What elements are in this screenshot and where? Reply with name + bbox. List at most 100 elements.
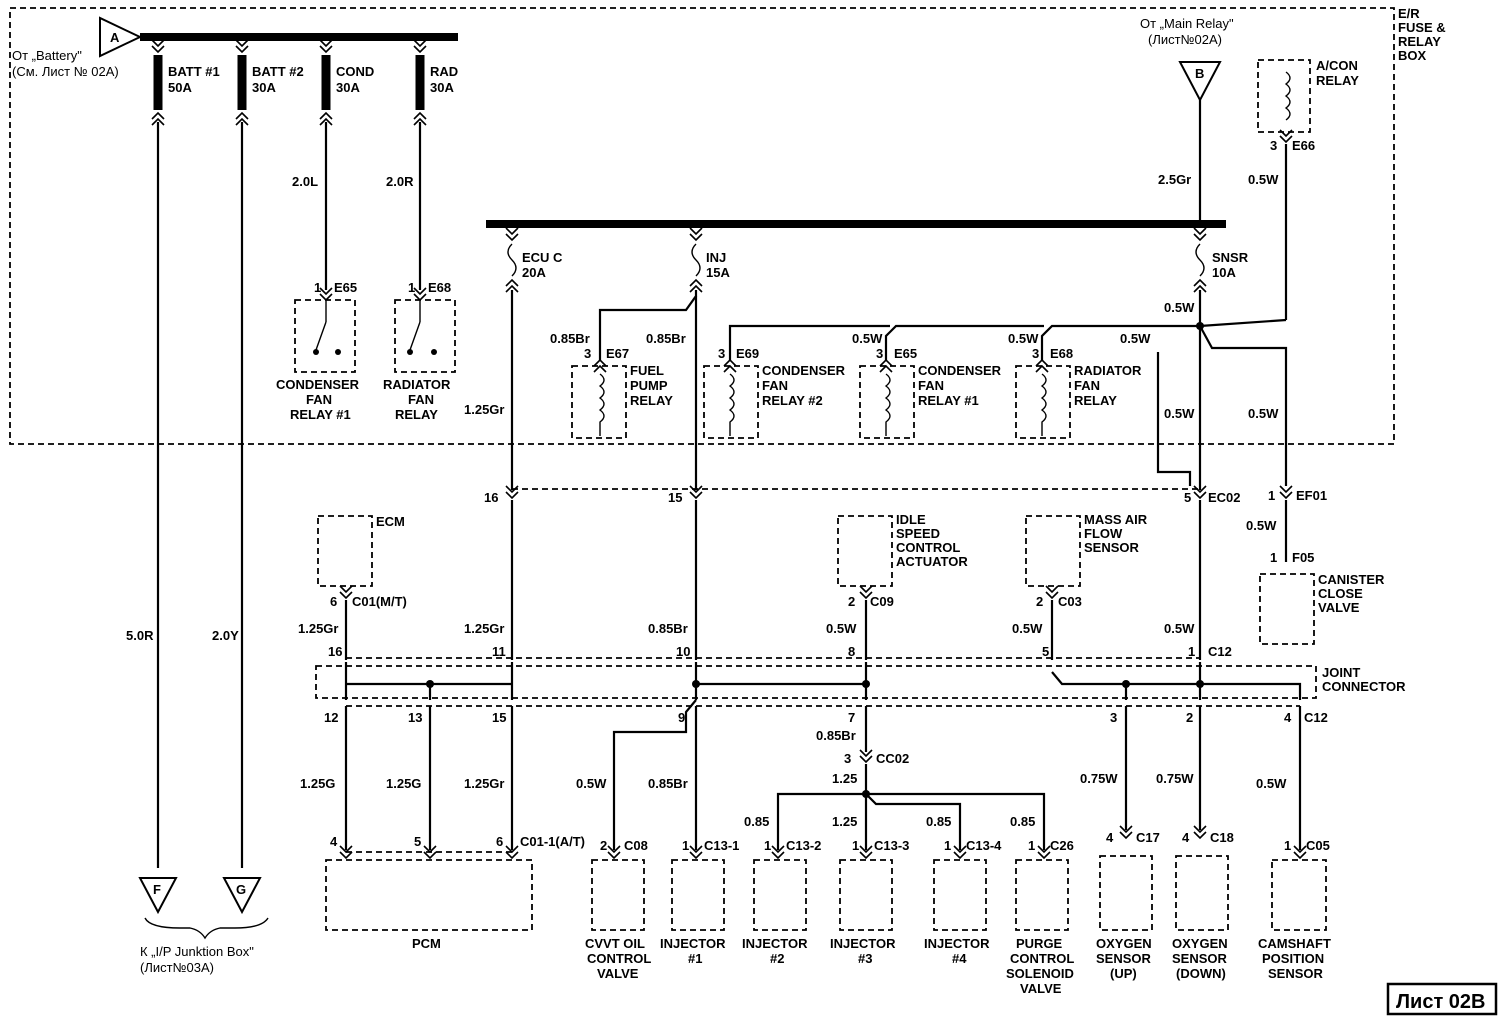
relay-label-line: RELAY #1 — [918, 393, 979, 408]
wire-label: 0.5W — [1164, 406, 1195, 421]
fuse-inj — [691, 243, 701, 277]
connector-id: E65 — [894, 346, 917, 361]
fuse-name: BATT #2 — [252, 64, 304, 79]
wire-label: 1.25G — [386, 776, 421, 791]
wire-label: 0.85 — [1010, 814, 1035, 829]
relay-coil-icon — [728, 373, 735, 436]
pin-number: 1 — [852, 838, 859, 853]
component-box — [591, 859, 645, 931]
component-label-line: SOLENOID — [1006, 966, 1074, 981]
relay-label-line: FAN — [762, 378, 788, 393]
pin-number: 12 — [324, 710, 338, 725]
connector-id: C09 — [870, 594, 894, 609]
top-fuses: BATT #1 50A BATT #2 30A COND 30A RAD 30A — [151, 39, 458, 126]
connector-id: C01-1(A/T) — [520, 834, 585, 849]
connector-id: E67 — [606, 346, 629, 361]
relay-box — [1257, 59, 1311, 133]
connector-flag-b — [1178, 61, 1222, 103]
pin-number: 2 — [848, 594, 855, 609]
connector-id: F05 — [1292, 550, 1314, 565]
fuse-name: SNSR — [1212, 250, 1249, 265]
component-label-line: #2 — [770, 951, 784, 966]
wire-label: 0.5W — [1164, 300, 1195, 315]
pin-number: 2 — [1186, 710, 1193, 725]
wire-label: 0.5W — [826, 621, 857, 636]
battery-source-line: (См. Лист № 02A) — [12, 64, 119, 79]
wire-label: 1.25Gr — [464, 776, 504, 791]
pin-number: 4 — [330, 834, 338, 849]
pin-number: 13 — [408, 710, 422, 725]
wire-label: 0.5W — [1248, 172, 1279, 187]
component-label-line: INJECTOR — [660, 936, 726, 951]
pin-number: 1 — [1270, 550, 1277, 565]
connector-id: C13-1 — [704, 838, 739, 853]
connector-ef01: 1 EF01 — [1268, 485, 1327, 503]
pin-number: 16 — [484, 490, 498, 505]
component-box — [837, 515, 893, 587]
relay-coil-icon — [1040, 373, 1047, 436]
connector-id: C08 — [624, 838, 648, 853]
relay-label-line: PUMP — [630, 378, 668, 393]
wire-acon-join — [1199, 318, 1287, 328]
injector-3: 1 C13-3 INJECTOR #3 — [830, 838, 909, 966]
wire-label: 1.25G — [300, 776, 335, 791]
pin-number: 3 — [718, 346, 725, 361]
connector-c12-top: 16 11 10 8 5 1 C12 — [328, 644, 1232, 659]
wire-label: 0.75W — [1156, 771, 1194, 786]
pin-number: 3 — [844, 751, 851, 766]
pin-number: 4 — [1284, 710, 1292, 725]
component-label: PCM — [412, 936, 441, 951]
connector-id: E65 — [334, 280, 357, 295]
relay-box — [703, 365, 759, 439]
wire-label: 0.85Br — [816, 728, 856, 743]
connector-ref-a: A — [110, 30, 120, 45]
wire-label: 0.85Br — [648, 776, 688, 791]
pin-number: 3 — [1270, 138, 1277, 153]
relay-label-line: FUEL — [630, 363, 664, 378]
component-label-line: #3 — [858, 951, 872, 966]
wire-label: 0.85Br — [550, 331, 590, 346]
fuse-ecu-c — [507, 243, 517, 277]
relay-label-line: RELAY — [630, 393, 673, 408]
connector-cc02: 3 CC02 — [844, 749, 909, 766]
fuse-rating: 30A — [336, 80, 360, 95]
relay-coil-icon — [598, 373, 605, 436]
relay-box — [571, 365, 627, 439]
component-box — [753, 859, 807, 931]
wire-label: 0.85Br — [648, 621, 688, 636]
acon-relay: A/CON RELAY 3 E66 — [1257, 58, 1359, 153]
wire-label: 2.5Gr — [1158, 172, 1191, 187]
component-label-line: VALVE — [1318, 600, 1360, 615]
wire-cvvt — [612, 699, 697, 850]
component-label-line: SENSOR — [1084, 540, 1140, 555]
relay-box — [1015, 365, 1071, 439]
wire-label: 1.25Gr — [464, 621, 504, 636]
pcm: 4 5 6 C01-1(A/T) PCM — [325, 834, 585, 951]
wire-label: 0.75W — [1080, 771, 1118, 786]
wire-injector-4 — [865, 793, 962, 850]
injector-4: 1 C13-4 INJECTOR #4 — [924, 838, 1002, 966]
fuse-name: INJ — [706, 250, 726, 265]
fuse-rating: 15A — [706, 265, 730, 280]
pin-number: 1 — [1284, 838, 1291, 853]
wire-inj-to-fuel-pump — [598, 290, 698, 360]
main-relay-line: (Лист№02A) — [1148, 32, 1222, 47]
fuse-rating: 30A — [252, 80, 276, 95]
ecm: ECM 6 C01(M/T) — [317, 514, 407, 609]
fuse-relay-box-label: E/R FUSE & RELAY BOX — [1398, 6, 1446, 63]
relay-coil-icon — [1284, 71, 1291, 121]
pin-number: 3 — [876, 346, 883, 361]
component-box — [1259, 573, 1315, 645]
connector-id: E66 — [1292, 138, 1315, 153]
sheet-label: Лист 02B — [1386, 982, 1498, 1016]
fuse-rating: 10A — [1212, 265, 1236, 280]
fuse-snsr — [1195, 243, 1205, 277]
injector-1: 1 C13-1 INJECTOR #1 — [660, 838, 739, 966]
connector-id: C18 — [1210, 830, 1234, 845]
pin-number: 1 — [1188, 644, 1195, 659]
battery-source-line: От „Battery" — [12, 48, 82, 63]
connector-ref-f: F — [153, 882, 161, 897]
fuse-name: RAD — [430, 64, 458, 79]
joint-link-3 — [1051, 671, 1302, 700]
component-box — [317, 515, 373, 587]
